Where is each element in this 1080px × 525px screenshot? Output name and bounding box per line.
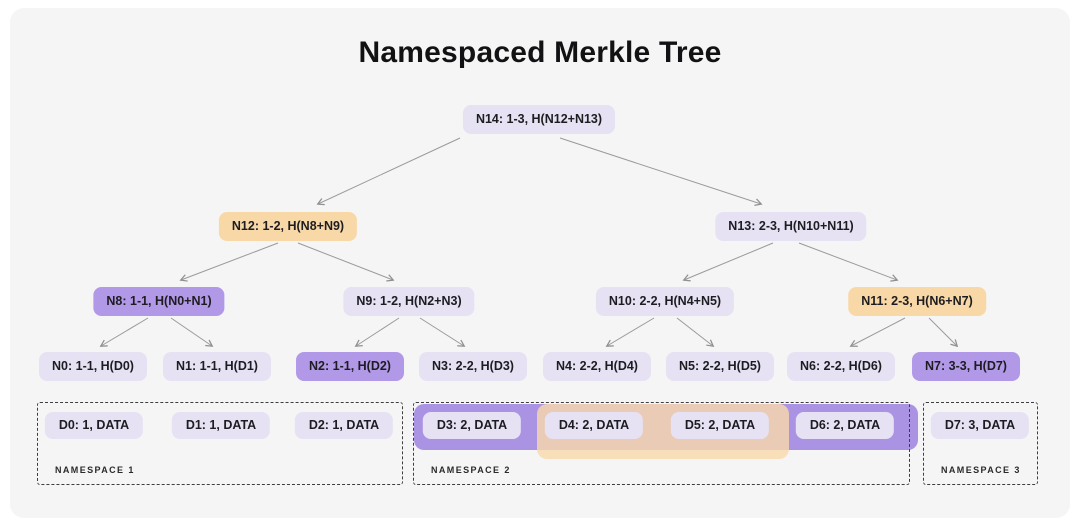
data-item-d0: D0: 1, DATA bbox=[44, 412, 144, 439]
data-item-d3: D3: 2, DATA bbox=[422, 412, 522, 439]
tree-node-n1: N1: 1-1, H(D1) bbox=[163, 352, 271, 381]
data-item-d6: D6: 2, DATA bbox=[795, 412, 895, 439]
tree-node-n12: N12: 1-2, H(N8+N9) bbox=[218, 212, 358, 241]
tree-node-n7: N7: 3-3, H(D7) bbox=[912, 352, 1020, 381]
data-item-d4: D4: 2, DATA bbox=[544, 412, 644, 439]
tree-node-n5: N5: 2-2, H(D5) bbox=[666, 352, 774, 381]
namespace-1-label: NAMESPACE 1 bbox=[55, 465, 135, 475]
tree-node-n6: N6: 2-2, H(D6) bbox=[787, 352, 895, 381]
data-item-d2: D2: 1, DATA bbox=[294, 412, 394, 439]
page-title: Namespaced Merkle Tree bbox=[358, 36, 722, 69]
data-item-d1: D1: 1, DATA bbox=[171, 412, 271, 439]
namespace-3-label: NAMESPACE 3 bbox=[941, 465, 1021, 475]
namespace-3-box: NAMESPACE 3 bbox=[923, 402, 1038, 485]
namespace-1-box: NAMESPACE 1 bbox=[37, 402, 403, 485]
data-item-d5: D5: 2, DATA bbox=[670, 412, 770, 439]
tree-node-n8: N8: 1-1, H(N0+N1) bbox=[93, 287, 225, 316]
namespace-2-box: NAMESPACE 2 bbox=[413, 402, 910, 485]
tree-node-n9: N9: 1-2, H(N2+N3) bbox=[343, 287, 475, 316]
tree-node-n2: N2: 1-1, H(D2) bbox=[296, 352, 404, 381]
data-item-d7: D7: 3, DATA bbox=[930, 412, 1030, 439]
tree-node-n0: N0: 1-1, H(D0) bbox=[39, 352, 147, 381]
tree-node-n10: N10: 2-2, H(N4+N5) bbox=[595, 287, 735, 316]
tree-node-n14: N14: 1-3, H(N12+N13) bbox=[462, 105, 616, 134]
namespace-2-label: NAMESPACE 2 bbox=[431, 465, 511, 475]
tree-node-n11: N11: 2-3, H(N6+N7) bbox=[848, 287, 986, 316]
tree-node-n4: N4: 2-2, H(D4) bbox=[543, 352, 651, 381]
tree-node-n3: N3: 2-2, H(D3) bbox=[419, 352, 527, 381]
tree-node-n13: N13: 2-3, H(N10+N11) bbox=[715, 212, 867, 241]
